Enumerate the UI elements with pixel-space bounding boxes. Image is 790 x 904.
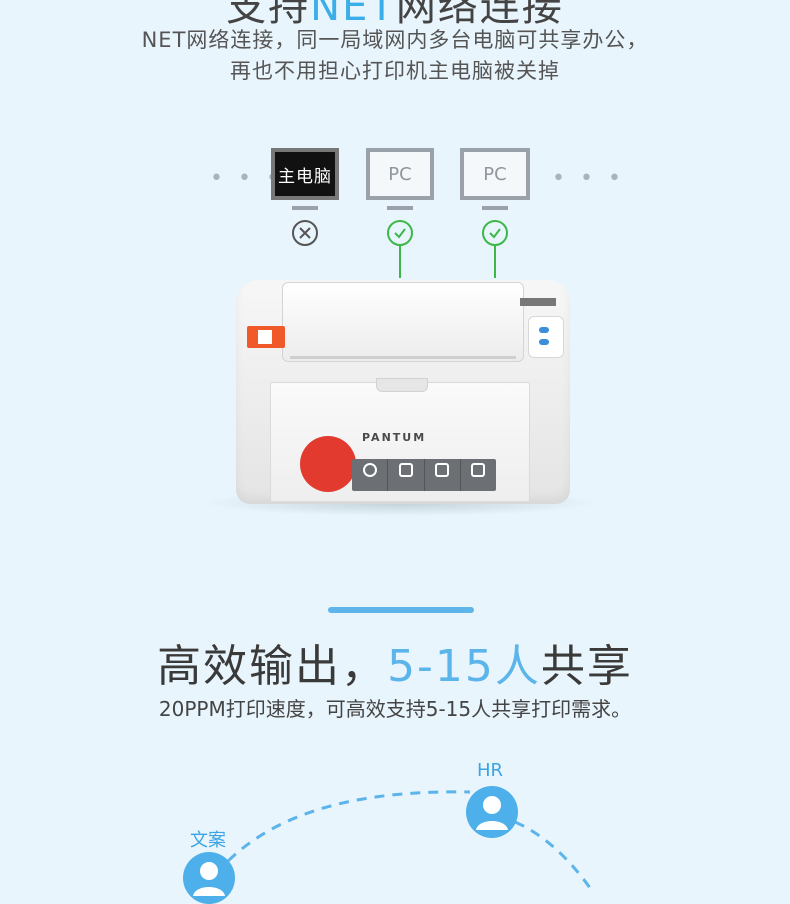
headline-suffix: 共享 (540, 641, 633, 692)
clerk-user-icon (183, 852, 235, 904)
pc-1-label: PC (388, 163, 412, 185)
printer-red-badge (300, 436, 356, 492)
headline-prefix: 高效输出， (157, 641, 388, 692)
connected-check-icon (387, 220, 413, 246)
pc-1: PC (366, 148, 434, 278)
connection-line (494, 246, 496, 278)
speed-icon (362, 463, 377, 477)
printer-tray-edge (290, 356, 516, 359)
scan-icon (398, 463, 413, 477)
pc-2: PC (460, 148, 530, 278)
hr-label: HR (477, 760, 504, 781)
printer-model-label (520, 298, 556, 306)
share-network-arcs (203, 790, 592, 888)
monitor-stand (292, 206, 318, 210)
feature-scan (388, 459, 425, 491)
section-title: 支持NET网络连接 (0, 0, 790, 32)
disconnected-x-icon (292, 220, 318, 246)
pc-2-monitor: PC (460, 148, 530, 200)
section-divider-bar (328, 607, 474, 613)
description-line-1: NET网络连接，同一局域网内多台电脑可共享办公， (141, 28, 649, 52)
monitor-stand (482, 206, 508, 210)
main-computer-monitor: 主电脑 (271, 148, 339, 200)
printer-brand-logo: PANTUM (362, 431, 427, 444)
main-computer: 主电脑 (271, 148, 339, 246)
ellipsis-left: • • • (210, 166, 283, 191)
qr-code-icon (258, 330, 272, 344)
title-highlight: NET (310, 0, 396, 30)
printer-top-cover (282, 282, 524, 362)
hr-user-icon (466, 786, 518, 838)
setup-icon (435, 463, 450, 477)
connection-line (399, 246, 401, 278)
printer-output-slot (376, 378, 428, 392)
title-prefix: 支持 (226, 0, 311, 30)
printer-feature-strip (352, 459, 496, 491)
title-suffix: 网络连接 (395, 0, 564, 30)
feature-memory (461, 459, 496, 491)
pc-1-monitor: PC (366, 148, 434, 200)
section-headline: 高效输出，5-15人共享 (0, 630, 790, 694)
memory-icon (471, 463, 486, 477)
clerk-label: 文案 (190, 830, 226, 851)
feature-speed (352, 459, 389, 491)
main-computer-label: 主电脑 (278, 166, 332, 187)
printer-button-icon (539, 339, 549, 345)
printer-button-icon (539, 327, 549, 333)
headline-highlight: 5-15人 (387, 641, 541, 692)
connected-check-icon (482, 220, 508, 246)
pc-2-label: PC (483, 163, 507, 185)
description-line-2: 再也不用担心打印机主电脑被关掉 (230, 59, 560, 83)
feature-setup (425, 459, 461, 491)
printer-control-panel (528, 316, 564, 358)
section-subline: 20PPM打印速度，可高效支持5-15人共享打印需求。 (158, 697, 632, 721)
monitor-stand (387, 206, 413, 210)
ellipsis-right: • • • (552, 166, 625, 191)
